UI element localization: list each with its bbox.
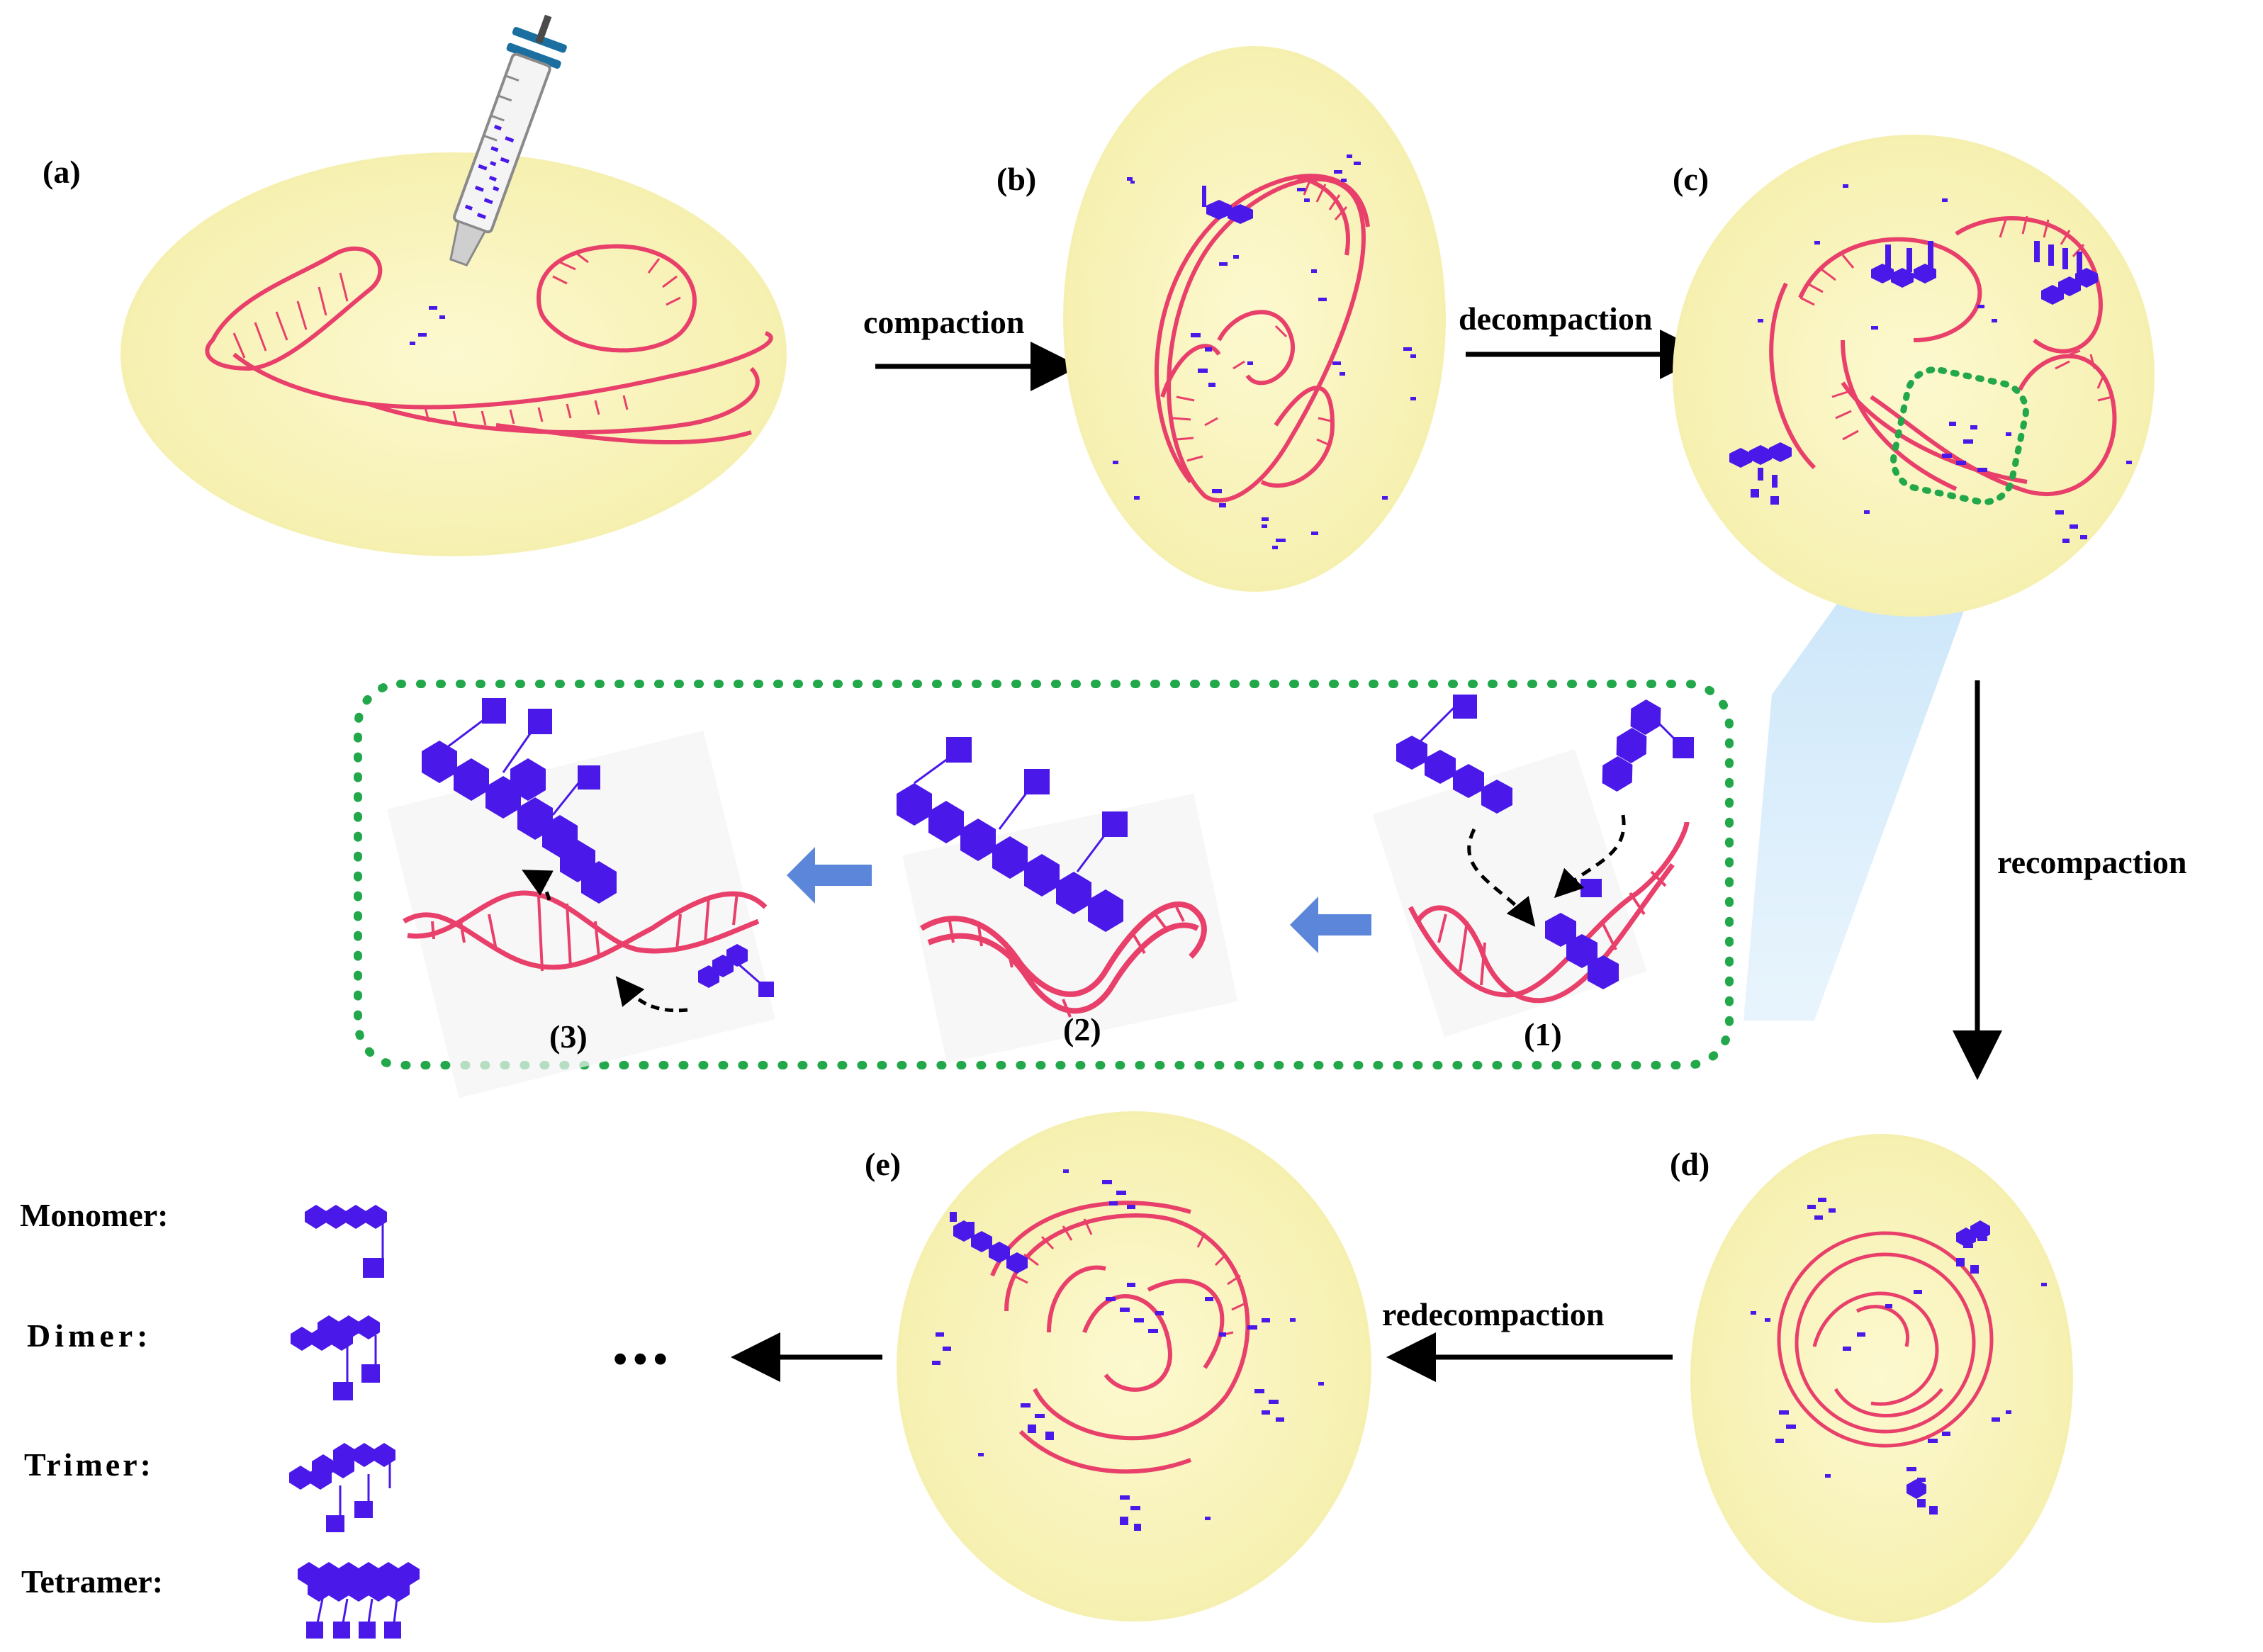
- legend-icon-trimer: [289, 1443, 395, 1532]
- helix-step-1: [1408, 821, 1690, 1004]
- panel-c: (c): [1673, 135, 2155, 617]
- label-decompaction: decompaction: [1459, 300, 1652, 337]
- cell-c: [1673, 135, 2155, 617]
- inset-step-1: (1): [1372, 695, 1694, 1052]
- arrow-recompaction: recompaction: [1953, 680, 2186, 1080]
- drug-chain-step-2: [897, 737, 1128, 932]
- label-recompaction: recompaction: [1997, 844, 2186, 880]
- drug-chain-step-3b: [698, 944, 774, 997]
- inset-border: [354, 680, 1734, 1069]
- legend-label-dimer: Dimer:: [27, 1317, 152, 1354]
- arrow-redecompaction: redecompaction: [1382, 1296, 1673, 1382]
- label-compaction: compaction: [863, 304, 1024, 340]
- legend: Monomer: Dimer: Trimer:: [20, 1197, 420, 1639]
- arrow-continuation: •••: [613, 1332, 882, 1382]
- drug-chain-step-3a: [422, 698, 617, 904]
- label-redecompaction: redecompaction: [1382, 1296, 1604, 1332]
- panel-e: (e): [865, 1111, 1371, 1622]
- dashed-arrow-step-3b: [615, 976, 688, 1013]
- inset-label-2: (2): [1063, 1011, 1101, 1047]
- legend-icon-tetramer: [298, 1562, 420, 1639]
- dashed-arrow-step-1b: [1554, 814, 1626, 899]
- cell-e: [897, 1111, 1371, 1622]
- cell-b: [1063, 46, 1446, 592]
- legend-label-monomer: Monomer:: [20, 1197, 168, 1233]
- drug-molecules-e: [932, 1169, 1324, 1531]
- cell-a: [120, 152, 787, 556]
- panel-d: (d): [1670, 1134, 2073, 1623]
- drug-molecules-b: [1113, 154, 1416, 549]
- legend-label-trimer: Trimer:: [24, 1446, 154, 1483]
- dashed-arrow-step-1a: [1467, 828, 1536, 927]
- inset-step-3: (3): [387, 698, 775, 1098]
- cell-d: [1690, 1134, 2073, 1623]
- helix-step-3: [403, 890, 768, 970]
- block-arrow-1-to-2: [1290, 897, 1371, 953]
- zoom-region-box: [1890, 366, 2029, 505]
- block-arrow-2-to-3: [787, 847, 872, 904]
- panel-label-a: (a): [43, 154, 81, 190]
- drug-chain-step-1a: [1396, 695, 1512, 814]
- drug-molecules-a: [410, 306, 445, 345]
- ellipsis-continuation: •••: [613, 1336, 673, 1382]
- drug-chain-step-1b: [1602, 699, 1694, 792]
- dna-strand-c: [1769, 216, 2117, 496]
- dna-strand-a: [205, 244, 773, 445]
- arrow-decompaction: decompaction: [1459, 300, 1709, 379]
- panel-b: (b): [996, 46, 1446, 592]
- arrow-compaction: compaction: [863, 304, 1080, 391]
- panel-label-e: (e): [865, 1146, 901, 1182]
- dna-rungs-b: [1172, 176, 1348, 462]
- drug-chain-step-1c: [1545, 879, 1619, 989]
- dna-rungs-a: [232, 250, 681, 426]
- legend-icon-monomer: [305, 1205, 387, 1278]
- mechanism-inset: (1): [354, 680, 1734, 1098]
- panel-label-c: (c): [1673, 161, 1709, 197]
- syringe-icon: [449, 14, 567, 267]
- drug-molecules-c: [1729, 184, 2132, 543]
- panel-label-b: (b): [996, 161, 1036, 197]
- legend-icon-dimer: [291, 1315, 380, 1400]
- inset-label-1: (1): [1524, 1016, 1562, 1052]
- inset-label-3: (3): [549, 1018, 588, 1055]
- dna-strand-d: [1777, 1231, 1994, 1448]
- dashed-arrow-step-3a: [522, 870, 554, 901]
- legend-label-tetramer: Tetramer:: [21, 1563, 163, 1600]
- dna-rungs-c: [1799, 215, 2113, 441]
- panel-a: (a): [43, 14, 787, 556]
- inset-step-2: (2): [897, 737, 1238, 1064]
- drug-molecules-d: [1751, 1198, 2047, 1515]
- dna-rungs-e: [1013, 1218, 1245, 1337]
- panel-label-d: (d): [1670, 1146, 1709, 1182]
